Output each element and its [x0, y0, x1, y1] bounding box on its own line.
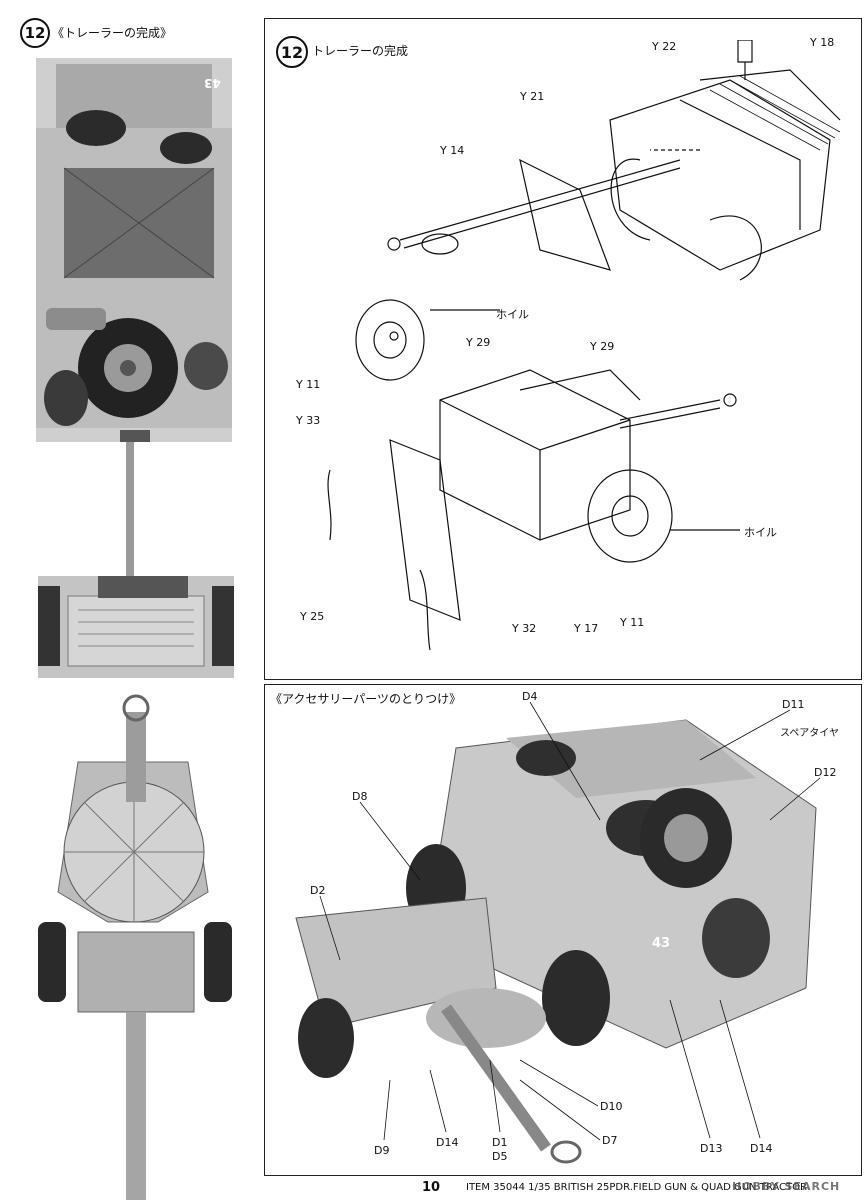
- tractor-top-photo: 43: [36, 58, 232, 442]
- acc-label-d13: D13: [700, 1142, 723, 1155]
- part-label-y17: Y 17: [574, 622, 599, 635]
- acc-label-d5: D5: [492, 1150, 508, 1163]
- acc-label-d10: D10: [600, 1100, 623, 1113]
- part-label-wheel-top: ホイル: [496, 308, 529, 321]
- part-label-y22: Y 22: [652, 40, 677, 53]
- diagram-step-badge: 12: [276, 36, 308, 68]
- gun-top-photo: [38, 692, 234, 1200]
- accessory-panel: [264, 684, 862, 1176]
- part-label-y18: Y 18: [810, 36, 835, 49]
- step-number-badge: 12: [20, 18, 50, 48]
- part-label-y33: Y 33: [296, 414, 321, 427]
- left-caption: 《トレーラーの完成》: [52, 26, 173, 40]
- diagram-panel: [264, 18, 862, 680]
- vehicle-number-top: 43: [204, 76, 221, 90]
- part-label-y25: Y 25: [300, 610, 325, 623]
- acc-label-spare-tire: スペアタイヤ: [780, 728, 839, 739]
- trailer-top-exploded-drawing: [380, 40, 850, 300]
- trailer-bottom-exploded-drawing: [290, 290, 830, 670]
- part-label-y32: Y 32: [512, 622, 537, 635]
- vehicle-number-photo: 43: [652, 936, 671, 951]
- acc-label-d2: D2: [310, 884, 326, 897]
- watermark: HOBBY SEARCH: [732, 1180, 841, 1193]
- part-label-y21: Y 21: [520, 90, 545, 103]
- acc-label-d9: D9: [374, 1144, 390, 1157]
- part-label-y14: Y 14: [440, 144, 465, 157]
- part-label-y29-b: Y 29: [590, 340, 615, 353]
- item-description: ITEM 35044 1/35 BRITISH 25PDR.FIELD GUN …: [466, 1182, 807, 1193]
- accessory-title: 《アクセサリーパーツのとりつけ》: [270, 692, 462, 706]
- acc-label-d7: D7: [602, 1134, 618, 1147]
- page-number: 10: [422, 1180, 441, 1195]
- acc-label-d4: D4: [522, 690, 538, 703]
- part-label-wheel-bottom: ホイル: [744, 526, 777, 539]
- tow-bar: [126, 442, 134, 576]
- assembled-model-photo: 43: [286, 708, 826, 1168]
- acc-label-d8: D8: [352, 790, 368, 803]
- acc-label-d14-a: D14: [436, 1136, 459, 1149]
- acc-label-d14-b: D14: [750, 1142, 773, 1155]
- part-label-y11-b: Y 11: [620, 616, 645, 629]
- acc-label-d12: D12: [814, 766, 837, 779]
- acc-label-d1: D1: [492, 1136, 508, 1149]
- diagram-title: トレーラーの完成: [312, 44, 409, 58]
- acc-label-d11: D11: [782, 698, 805, 711]
- limber-top-photo: [38, 576, 234, 678]
- part-label-y29-a: Y 29: [466, 336, 491, 349]
- part-label-y11-a: Y 11: [296, 378, 321, 391]
